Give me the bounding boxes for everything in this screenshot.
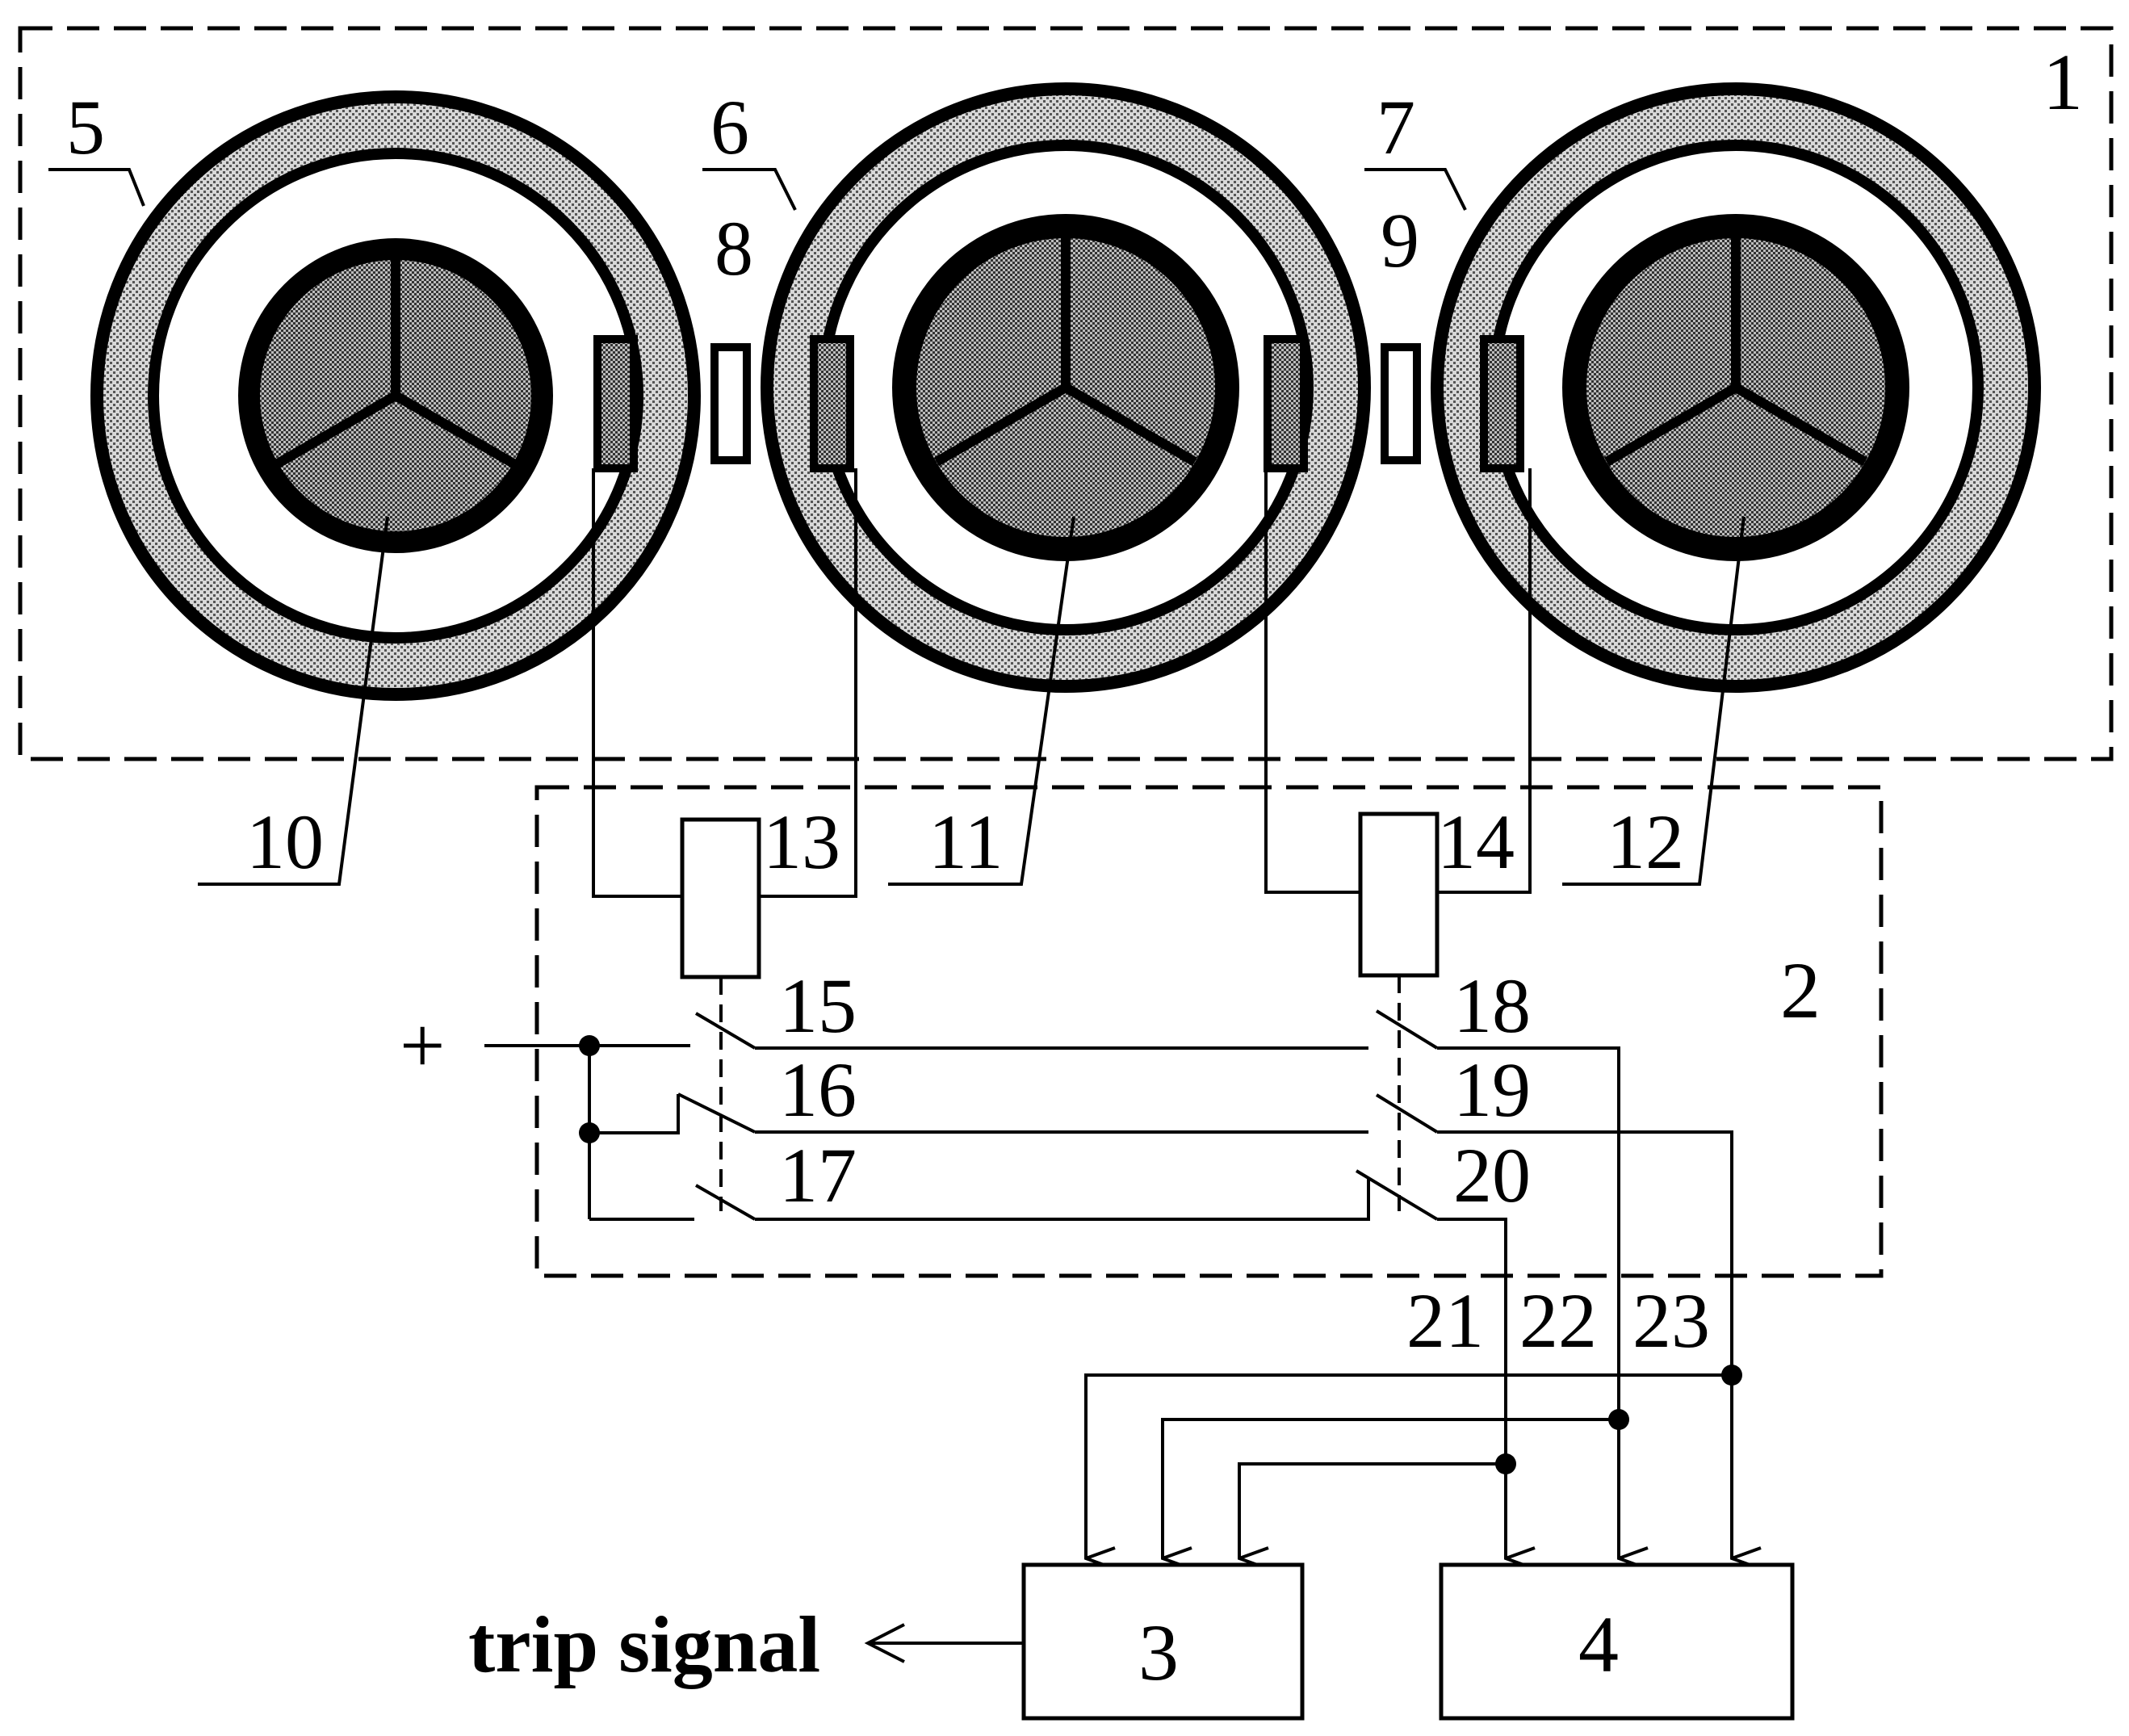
enclosure-1 — [18, 26, 2114, 761]
label-8: 8 — [715, 205, 753, 291]
wire-17-20 — [755, 1179, 1370, 1221]
sensor-9 — [1264, 335, 1524, 472]
label-16: 16 — [779, 1046, 857, 1133]
label-3: 3 — [1138, 1608, 1179, 1697]
label-15: 15 — [779, 962, 857, 1049]
label-1: 1 — [2043, 37, 2083, 127]
label-18: 18 — [1453, 962, 1531, 1049]
wire-sensor8-relay13-b — [759, 468, 857, 898]
label-5: 5 — [66, 84, 105, 170]
contact-18 — [1375, 1009, 1439, 1050]
cable-7 — [1431, 82, 2041, 693]
relay-box-2 — [534, 785, 1884, 1278]
sensor-8 — [593, 335, 854, 472]
label-6: 6 — [710, 84, 749, 170]
label-14: 14 — [1437, 799, 1515, 885]
leader-10 — [198, 516, 389, 886]
contact-15 — [694, 1012, 756, 1050]
label-12: 12 — [1607, 799, 1684, 885]
wire-to-contact16 — [589, 1094, 680, 1134]
output-23-wire — [1437, 1130, 1732, 1558]
label-10: 10 — [246, 799, 324, 885]
label-22: 22 — [1519, 1277, 1597, 1364]
junction-bus-top — [579, 1035, 600, 1056]
label-13: 13 — [763, 799, 840, 885]
output-21-wire — [1437, 1218, 1506, 1558]
label-7: 7 — [1377, 84, 1415, 170]
leader-7 — [1364, 168, 1467, 211]
label-17: 17 — [779, 1132, 857, 1218]
branch-22-to-3 — [1161, 1418, 1619, 1558]
label-9: 9 — [1381, 197, 1419, 283]
label-21: 21 — [1406, 1277, 1484, 1364]
label-trip-signal: trip signal — [468, 1600, 820, 1689]
label-plus: + — [400, 1000, 445, 1090]
cable-6 — [761, 82, 1371, 693]
branch-21-to-3 — [1238, 1462, 1506, 1558]
label-2: 2 — [1780, 946, 1821, 1035]
leader-5 — [48, 168, 145, 207]
block-4 — [1439, 1562, 1795, 1721]
cable-5 — [90, 90, 701, 701]
contact-16 — [677, 1092, 756, 1134]
wire-sensor9-relay14-b — [1437, 468, 1532, 894]
output-22-wire — [1437, 1046, 1619, 1558]
wire-sensor9-relay14-a — [1264, 468, 1360, 894]
leader-6 — [702, 168, 797, 211]
label-23: 23 — [1632, 1277, 1710, 1364]
contact-19 — [1375, 1093, 1439, 1134]
label-19: 19 — [1453, 1046, 1531, 1133]
relay-14 — [1358, 811, 1440, 978]
leader-11 — [888, 516, 1075, 886]
label-11: 11 — [928, 799, 1003, 885]
branch-23-to-3 — [1084, 1373, 1732, 1558]
label-20: 20 — [1453, 1132, 1531, 1218]
contact-17 — [695, 1184, 756, 1221]
wire-sensor8-relay13-a — [592, 468, 682, 898]
trip-signal-arrowhead — [864, 1623, 905, 1663]
block-3 — [1021, 1562, 1305, 1721]
label-4: 4 — [1578, 1600, 1619, 1689]
leader-12 — [1562, 516, 1746, 886]
relay-13 — [680, 817, 761, 979]
contact-20 — [1355, 1169, 1439, 1221]
